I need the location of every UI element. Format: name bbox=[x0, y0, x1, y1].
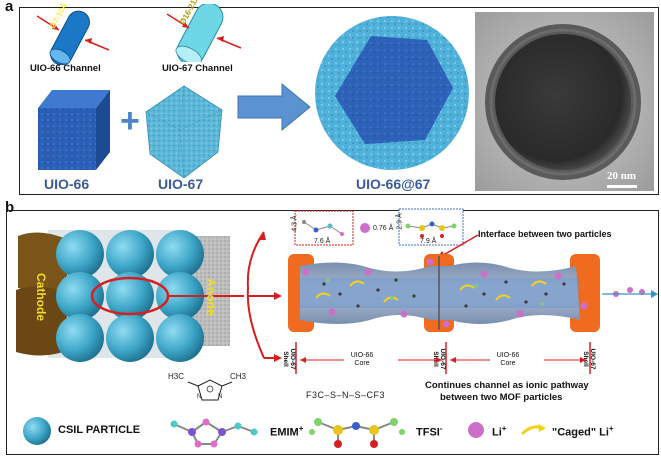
li-ion-icon bbox=[360, 223, 370, 233]
battery-schematic bbox=[16, 230, 244, 362]
li-size: 0.76 Å bbox=[373, 225, 394, 232]
core-label-1: UIO-66 Core bbox=[350, 352, 374, 367]
legend-caged-li: "Caged" Li+ bbox=[552, 424, 614, 439]
core-dimension-lines bbox=[295, 342, 591, 374]
csil-particle-icon bbox=[23, 417, 51, 445]
legend-li-text: Li bbox=[492, 426, 502, 439]
emim-dim-w: 7.6 Å bbox=[314, 238, 331, 245]
emim-molecule-icon bbox=[170, 418, 258, 448]
emim-dim-h: 4.3 Å bbox=[291, 215, 299, 232]
uio66-channel-label: UIO-66 Channel bbox=[30, 63, 101, 74]
legend-emim-text: EMIM bbox=[270, 426, 299, 439]
li-legend-icon bbox=[468, 422, 484, 438]
ionic-channel-diagram bbox=[288, 254, 658, 332]
uio67-label: UIO-67 bbox=[158, 176, 204, 192]
emim-structure-icon: N N bbox=[187, 379, 233, 401]
cathode-label: Cathode bbox=[34, 273, 48, 321]
composite-label: UIO-66@67 bbox=[356, 176, 431, 192]
bracket-connector bbox=[246, 231, 282, 362]
legend-li: Li+ bbox=[492, 424, 506, 439]
legend-caged-li-charge: + bbox=[608, 424, 614, 433]
tfsi-dim-w: 7.9 Å bbox=[420, 238, 437, 245]
uio66-cube-icon bbox=[38, 90, 110, 170]
tem-image bbox=[475, 12, 654, 191]
panel-b-letter: b bbox=[5, 199, 15, 216]
tfsi-molecule-icon bbox=[309, 418, 405, 448]
svg-text:N: N bbox=[218, 394, 222, 400]
uio67-channel-icon bbox=[166, 4, 242, 62]
legend-tfsi-charge: - bbox=[439, 424, 443, 433]
legend-li-charge: + bbox=[501, 424, 507, 433]
panel-a-letter: a bbox=[5, 0, 14, 15]
legend-emim: EMIM+ bbox=[270, 424, 303, 439]
uio67-octahedron-icon bbox=[145, 85, 223, 179]
pathway-line-1: Continues channel as ionic pathway bbox=[425, 380, 589, 391]
tfsi-dim-h: 2.9 Å bbox=[396, 213, 404, 230]
emim-formula-left: H3C bbox=[168, 372, 185, 381]
tfsi-formula: F3C–S–N–S–CF3 bbox=[306, 390, 386, 400]
anode-label: Anode bbox=[204, 278, 218, 316]
emim-molecule-inset bbox=[294, 210, 354, 246]
tfsi-molecule-inset bbox=[398, 208, 464, 246]
legend-csil-particle: CSIL PARTICLE bbox=[58, 424, 141, 436]
uio66-label: UIO-66 bbox=[44, 176, 90, 192]
caged-li-arrow-icon bbox=[520, 424, 546, 436]
legend-caged-li-text: "Caged" Li bbox=[552, 426, 609, 439]
interface-label: Interface between two particles bbox=[478, 229, 612, 239]
svg-text:N: N bbox=[197, 394, 201, 400]
pathway-line-2: between two MOF particles bbox=[440, 392, 563, 403]
core-shell-particle-icon bbox=[315, 16, 469, 170]
legend-tfsi: TFSI- bbox=[416, 424, 443, 439]
panel-a-frame bbox=[19, 7, 659, 195]
plus-sign: + bbox=[120, 102, 140, 140]
emim-formula-right: CH3 bbox=[230, 372, 247, 381]
core-label-2: UIO-66 Core bbox=[496, 352, 520, 367]
arrow-right-icon bbox=[237, 82, 311, 132]
scale-bar-label: 20 nm bbox=[607, 170, 637, 182]
legend-tfsi-text: TFSI bbox=[416, 426, 440, 439]
legend-emim-charge: + bbox=[298, 424, 304, 433]
uio66-channel-icon bbox=[36, 10, 110, 65]
uio67-channel-label: UIO-67 Channel bbox=[162, 63, 233, 74]
